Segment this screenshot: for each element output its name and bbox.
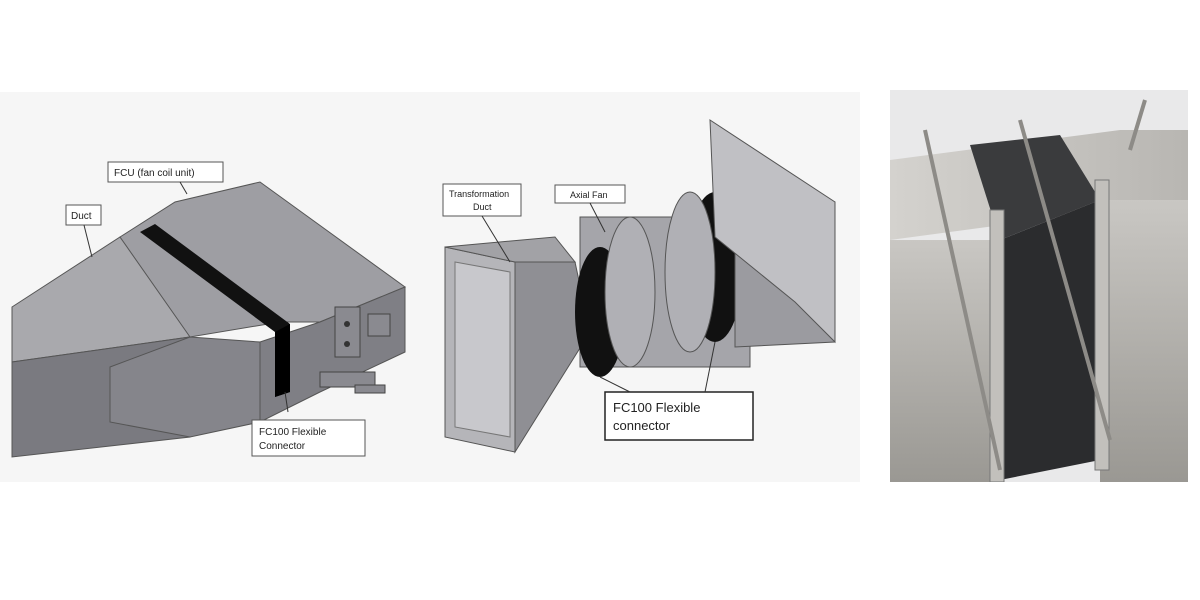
mid-connector-arrow-left (599, 376, 631, 393)
connector-callout-arrow (284, 391, 289, 413)
connector-callout-box (251, 419, 366, 457)
duct-callout-arrow (83, 224, 93, 258)
connector-photo (890, 90, 1188, 482)
axial-fan-drawing: Transformation Duct Axial Fan FC100 Flex… (442, 119, 836, 454)
mid-connector-callout-box (604, 391, 754, 441)
fcu-duct-drawing: FCU (fan coil unit) Duct FC100 Flexible … (11, 161, 407, 458)
connector-callout-line2: Connector (259, 441, 306, 452)
mid-connector-callout-line2: connector (613, 418, 671, 433)
transformation-callout-line2: Duct (473, 202, 492, 212)
fcu-drain-tray (319, 371, 376, 388)
mid-connector-arrow-right (704, 341, 716, 393)
fan-ring-right (664, 191, 716, 353)
photo-flexible-fabric (1000, 200, 1100, 480)
fcu-callout-box (107, 161, 224, 183)
fcu-junction-box (367, 313, 391, 337)
connector-photo-illustration (890, 90, 1188, 482)
photo-rail (1018, 119, 1112, 441)
transformation-callout-box (442, 183, 522, 217)
duct-callout-label: Duct (71, 211, 92, 222)
connector-callout-line1: FC100 Flexible (259, 427, 327, 438)
right-duct-flange (709, 119, 836, 344)
photo-duct-right (1100, 200, 1188, 482)
photo-duct-left (890, 240, 1000, 482)
fcu-drain-pipe (354, 384, 386, 394)
flexible-connector-side (275, 324, 290, 397)
mid-connector-callout-line1: FC100 Flexible (613, 400, 700, 415)
photo-rail (1128, 99, 1147, 151)
transformation-callout-line1: Transformation (449, 189, 509, 199)
left-duct-opening (454, 261, 511, 438)
fcu-callout-label: FCU (fan coil unit) (114, 168, 195, 179)
transformation-callout-arrow (481, 215, 511, 263)
fcu-bolt (344, 341, 350, 347)
photo-flange-left (989, 209, 1005, 482)
fcu-bolt (344, 321, 350, 327)
axial-fan-diagram: Transformation Duct Axial Fan FC100 Flex… (415, 92, 860, 482)
duct-callout-box (65, 204, 102, 226)
fcu-duct-diagram: FCU (fan coil unit) Duct FC100 Flexible … (0, 92, 415, 482)
photo-rail (923, 129, 1002, 471)
fan-ring-left (604, 216, 656, 368)
axial-fan-callout-arrow (589, 202, 606, 233)
fcu-control-box (334, 306, 361, 358)
axial-fan-callout-label: Axial Fan (570, 190, 608, 200)
fcu-callout-arrow (179, 181, 188, 195)
